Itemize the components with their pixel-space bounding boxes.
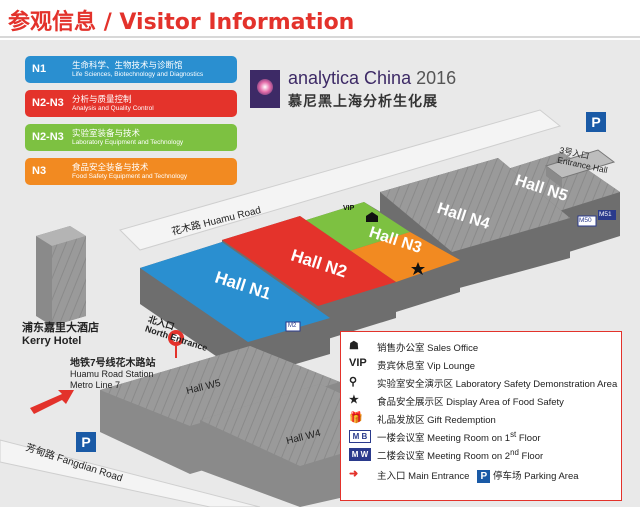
legend-cn: 食品安全装备与技术 <box>72 162 149 172</box>
food-safety-star-icon <box>411 262 425 275</box>
key-vip-en: Vip Lounge <box>427 361 476 372</box>
legend-code: N1 <box>32 63 47 75</box>
huamu-road <box>119 109 562 251</box>
key-mw-cn: 二楼会议室 <box>377 451 425 463</box>
hall-n1-building[interactable] <box>140 242 330 378</box>
key-mw-en: Meeting Room on 2 <box>427 451 511 463</box>
legend-cn: 分析与质量控制 <box>72 94 132 104</box>
logo-brand-text: analytica China <box>288 68 412 88</box>
room-tag-m50 <box>577 215 597 227</box>
key-park-cn: 停车场 <box>492 471 522 482</box>
header-divider <box>0 36 640 38</box>
kerry-hotel-building[interactable] <box>36 226 86 326</box>
legend-code: N2-N3 <box>32 97 64 109</box>
page-title: 参观信息 / Visitor Information <box>8 4 354 36</box>
title-separator: / <box>103 10 112 35</box>
hotel-label: 浦东嘉里大酒店 Kerry Hotel <box>22 322 99 348</box>
legend-cn: 实验室装备与技术 <box>72 128 141 138</box>
hotel-en: Kerry Hotel <box>22 335 82 347</box>
key-mb-ordinal: st <box>510 430 517 439</box>
legend-en: Food Safety Equipment and Technology <box>72 173 188 180</box>
entrance-hall-3[interactable] <box>544 149 616 188</box>
logo-year: 2016 <box>416 68 457 88</box>
key-meeting-room-1f: M B 一楼会议室 Meeting Room on 1st Floor <box>349 428 615 446</box>
vip-key-icon: VIP <box>349 357 367 369</box>
metro-en-line: Metro Line 7 <box>70 380 121 390</box>
room-tag-n1 <box>285 321 301 332</box>
key-mb-en: Meeting Room on 1 <box>427 433 511 445</box>
analytica-logo: analytica China 2016 慕尼黑上海分析生化展 <box>250 68 460 112</box>
analytica-logo-icon <box>250 70 280 108</box>
key-sales-cn: 销售办公室 <box>377 343 425 354</box>
vip-room-label: VIP <box>343 205 355 212</box>
hotel-cn: 浦东嘉里大酒店 <box>22 322 99 334</box>
key-vip-lounge: VIP 贵宾休息室 Vip Lounge <box>349 356 615 374</box>
meeting-room-mw-icon: M W <box>349 448 371 461</box>
flask-icon: ⚲ <box>349 376 358 388</box>
key-mw-ordinal: nd <box>510 448 519 457</box>
title-cn: 参观信息 <box>8 10 97 35</box>
key-main-entrance-parking: ➜ 主入口 Main Entrance P 停车场 Parking Area <box>349 466 615 484</box>
key-lab-cn: 实验室安全演示区 <box>377 379 454 390</box>
room-tag-m51 <box>598 210 616 220</box>
legend-cn: 生命科学、生物技术与诊断馆 <box>72 60 183 70</box>
key-mw-floor: Floor <box>521 451 544 463</box>
key-mb-cn: 一楼会议室 <box>377 433 425 445</box>
main-entrance-arrow-icon: ➜ <box>349 468 359 480</box>
logo-cn: 慕尼黑上海分析生化展 <box>288 93 438 109</box>
main-entrance-arrow <box>30 390 74 414</box>
key-food-safety: ★ 食品安全展示区 Display Area of Food Safety <box>349 392 615 410</box>
metro-cn: 地铁7号线花木路站 <box>70 358 156 369</box>
legend-item-n2-n3-lab: N2-N3 实验室装备与技术 Laboratory Equipment and … <box>25 124 237 151</box>
map-key-box: ☗ 销售办公室 Sales Office VIP 贵宾休息室 Vip Loung… <box>340 331 622 501</box>
key-gift-redemption: 🎁 礼品发放区 Gift Redemption <box>349 410 615 428</box>
title-en: Visitor Information <box>119 10 355 35</box>
key-sales-office: ☗ 销售办公室 Sales Office <box>349 338 615 356</box>
metro-station-icon[interactable] <box>168 330 184 358</box>
legend-item-n3: N3 食品安全装备与技术 Food Safety Equipment and T… <box>25 158 237 185</box>
key-food-en: Display Area of Food Safety <box>446 397 564 408</box>
parking-icon-north[interactable]: P <box>586 112 606 132</box>
meeting-room-mb-icon: M B <box>349 430 371 443</box>
key-gift-en: Gift Redemption <box>427 415 496 426</box>
key-food-cn: 食品安全展示区 <box>377 397 444 408</box>
sales-office-key-icon: ☗ <box>349 340 359 352</box>
key-sales-en: Sales Office <box>427 343 479 354</box>
sales-office-icon <box>366 212 378 222</box>
key-main-cn: 主入口 <box>377 471 406 482</box>
key-gift-cn: 礼品发放区 <box>377 415 425 426</box>
room-m51-label: M51 <box>599 211 612 218</box>
key-mb-floor: Floor <box>518 433 541 445</box>
legend-code: N2-N3 <box>32 131 64 143</box>
key-lab-en: Laboratory Safety Demonstration Area <box>455 379 618 390</box>
room-m50-label: M50 <box>579 217 592 224</box>
legend-code: N3 <box>32 165 47 177</box>
parking-key-icon: P <box>477 470 491 483</box>
hall-n2-building[interactable] <box>222 216 396 342</box>
key-meeting-room-2f: M W 二楼会议室 Meeting Room on 2nd Floor <box>349 446 615 464</box>
legend-item-n1: N1 生命科学、生物技术与诊断馆 Life Sciences, Biotechn… <box>25 56 237 83</box>
key-main-en: Main Entrance <box>408 471 470 482</box>
legend-en: Laboratory Equipment and Technology <box>72 139 184 146</box>
metro-en-station: Huamu Road Station <box>70 369 154 379</box>
key-lab-safety: ⚲ 实验室安全演示区 Laboratory Safety Demonstrati… <box>349 374 618 392</box>
metro-label: 地铁7号线花木路站 Huamu Road Station Metro Line … <box>70 358 156 391</box>
parking-icon-south[interactable]: P <box>76 432 96 452</box>
fangdian-road <box>0 439 261 507</box>
legend-en: Analysis and Quality Control <box>72 105 154 112</box>
key-vip-cn: 贵宾休息室 <box>377 361 425 372</box>
key-park-en: Parking Area <box>524 471 579 482</box>
gift-icon: 🎁 <box>349 412 363 424</box>
legend-en: Life Sciences, Biotechnology and Diagnos… <box>72 71 204 78</box>
logo-brand: analytica China 2016 <box>288 68 456 89</box>
star-icon: ★ <box>349 394 359 406</box>
room-m2-label: M2 <box>288 323 297 329</box>
legend-item-n2-n3-analysis: N2-N3 分析与质量控制 Analysis and Quality Contr… <box>25 90 237 117</box>
